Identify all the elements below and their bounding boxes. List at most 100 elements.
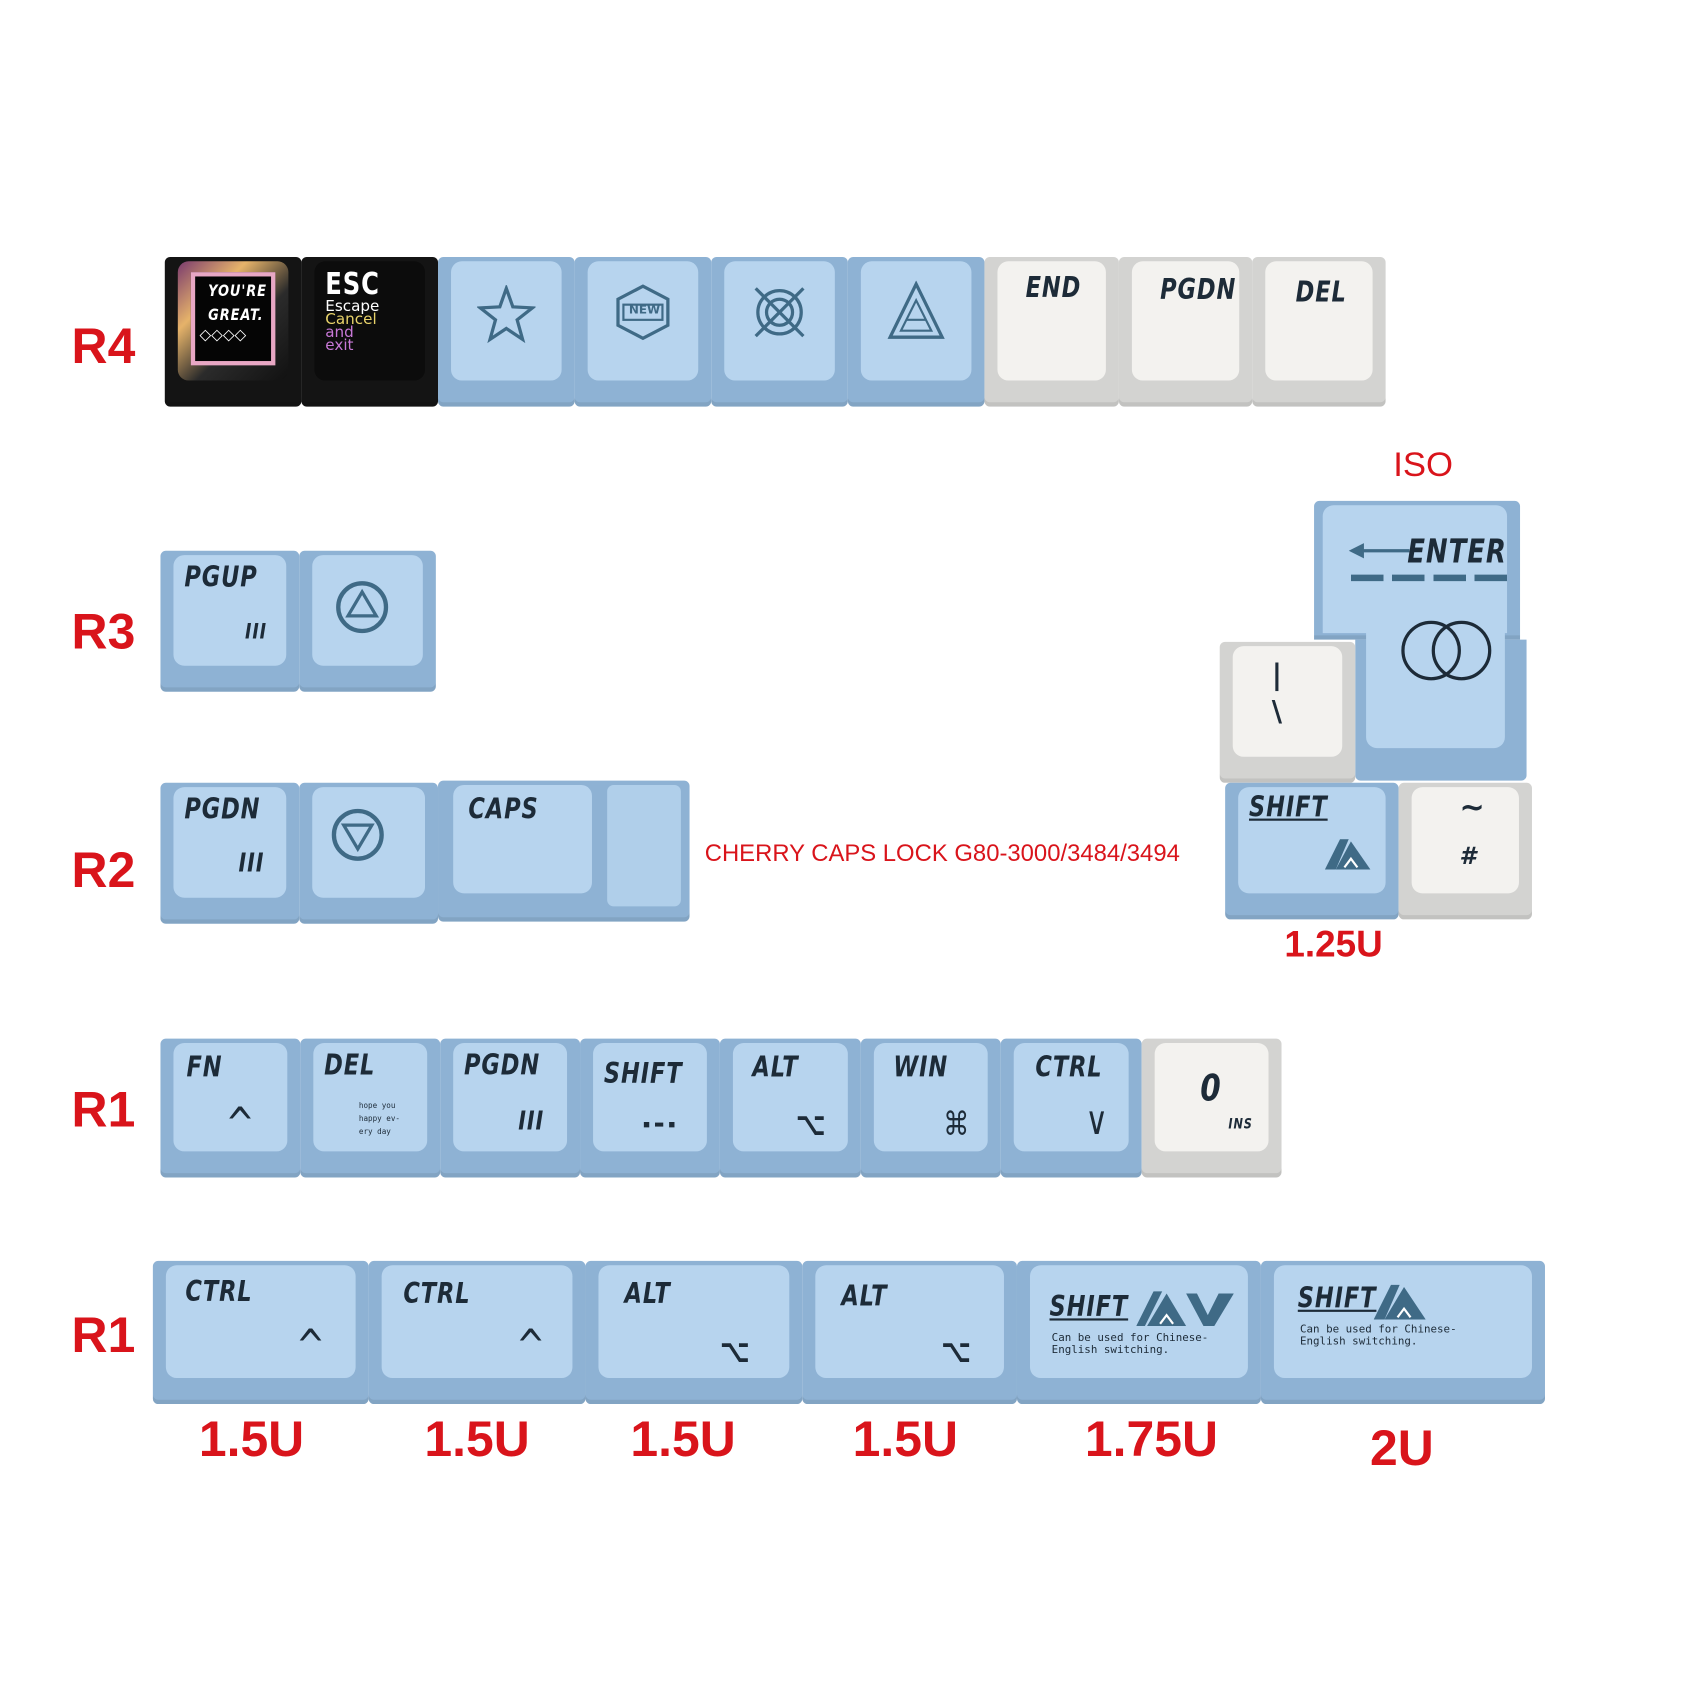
crossed-circle-icon — [750, 283, 809, 342]
backslash-legend: \ — [1271, 696, 1283, 729]
shift-r1-legend: SHIFT — [603, 1058, 683, 1091]
keycap-youre-great: YOU'RE GREAT. ◇◇◇◇ — [164, 256, 302, 407]
keycap-ctrl-1-5u-a: CTRL ^ — [152, 1260, 369, 1405]
fn-legend: FN — [186, 1051, 223, 1085]
keycap-shift-r1: SHIFT ▪ ▬ ▪ — [580, 1038, 720, 1178]
enter-stripe-decoration — [1350, 574, 1510, 582]
size-label-1: 1.5U — [198, 1410, 305, 1467]
iso-label: ISO — [1393, 444, 1453, 484]
command-key-icon: ⌘ — [943, 1105, 971, 1144]
del-note-line-2: happy ev- — [358, 1114, 401, 1124]
keycap-stepped-caps: CAPS — [438, 780, 690, 922]
pgdn-r2-legend: PGDN — [184, 793, 261, 827]
size-label-2: 1.5U — [424, 1410, 530, 1467]
keycap-zero-ins: 0 INS — [1141, 1038, 1282, 1178]
keycap-ctrl-1-5u-b: CTRL ^ — [368, 1260, 586, 1405]
left-arrow-icon — [1348, 542, 1410, 559]
ctrl-b-sub: ^ — [516, 1321, 547, 1372]
keycap-fn: FN ^ — [160, 1038, 301, 1178]
del-legend: DEL — [1295, 276, 1347, 309]
keycap-star — [438, 256, 575, 407]
hash-legend: # — [1459, 843, 1476, 871]
alt-b-option-icon: ⌥ — [941, 1332, 972, 1371]
keycap-del-r1: DEL hope you happy ev- ery day — [300, 1038, 441, 1178]
keycap-shift-1-75u: SHIFT Can be used for Chinese- English s… — [1016, 1260, 1261, 1405]
keycap-esc: ESC Escape Cancel and exit — [301, 256, 439, 407]
size-label-3: 1.5U — [630, 1410, 736, 1467]
shift-175-note-line-1: Can be used for Chinese- — [1051, 1332, 1209, 1345]
keycap-alt-1-5u-a: ALT ⌥ — [585, 1260, 803, 1405]
great-text: GREAT. — [208, 304, 264, 325]
keycap-backslash: | \ — [1219, 641, 1356, 783]
shift-r1-sub: ▪ ▬ ▪ — [642, 1118, 676, 1131]
pgdn-r1-legend: PGDN — [464, 1049, 541, 1083]
keycap-new: NEW — [574, 256, 712, 407]
youre-text: YOU'RE — [208, 280, 267, 301]
keycap-pgdn-r1: PGDN III — [440, 1038, 581, 1178]
mountain-logo-icon — [1324, 839, 1371, 870]
keycap-up-arrow — [299, 550, 436, 692]
pgup-sub: III — [245, 617, 267, 645]
cherry-caps-note: CHERRY CAPS LOCK G80-3000/3484/3494 — [704, 839, 1180, 867]
keycap-ctrl-r1: CTRL ∨ — [1000, 1038, 1142, 1178]
alt-b-legend: ALT — [841, 1280, 888, 1313]
shift-2u-note-line-1: Can be used for Chinese- — [1299, 1323, 1457, 1336]
interlocking-rings-icon — [1399, 618, 1497, 683]
alt-a-option-icon: ⌥ — [719, 1332, 751, 1371]
avi-logo-icon — [1136, 1291, 1234, 1326]
keycap-iso-shift: SHIFT — [1225, 782, 1399, 920]
shift-175-note-line-2: English switching. — [1051, 1344, 1170, 1357]
shift-2u-legend: SHIFT — [1297, 1282, 1377, 1316]
del-r1-legend: DEL — [324, 1049, 376, 1083]
size-label-5: 1.75U — [1084, 1410, 1218, 1467]
enter-legend: ENTER — [1407, 533, 1507, 572]
pgdn-r2-sub: III — [238, 847, 265, 879]
keycap-del: DEL — [1252, 256, 1386, 407]
ctrl-a-legend: CTRL — [185, 1276, 253, 1309]
pgdn-legend: PGDN — [1160, 274, 1237, 307]
row-label-r1-bottom: R1 — [71, 1306, 136, 1363]
ctrl-b-legend: CTRL — [403, 1278, 471, 1311]
esc-line-escape: Escape — [325, 298, 380, 316]
win-legend: WIN — [893, 1051, 949, 1085]
ctrl-r1-legend: CTRL — [1035, 1051, 1103, 1085]
tilde-legend: ~ — [1459, 789, 1485, 826]
keycap-iso-enter: ENTER — [1314, 500, 1527, 781]
triangle-a-icon — [887, 280, 946, 342]
keycap-end: END — [984, 256, 1119, 407]
row-label-r4: R4 — [71, 317, 136, 375]
esc-title: ESC — [325, 265, 380, 302]
zero-legend: 0 — [1200, 1066, 1222, 1111]
del-note-line-1: hope you — [358, 1101, 396, 1111]
keycap-shift-2u: SHIFT Can be used for Chinese- English s… — [1260, 1260, 1545, 1405]
esc-line-exit: exit — [325, 337, 354, 355]
up-triangle-circle-icon — [334, 579, 390, 635]
alt-a-legend: ALT — [624, 1278, 671, 1311]
keycap-crossed-circle — [711, 256, 848, 407]
pipe-legend: | — [1271, 659, 1283, 692]
iso-shift-size-label: 1.25U — [1284, 923, 1383, 965]
pgup-legend: PGUP — [184, 561, 258, 595]
keycap-tilde-hash: ~ # — [1398, 782, 1532, 920]
ctrl-a-sub: ^ — [295, 1321, 326, 1372]
keycap-pgup: PGUP III — [160, 550, 300, 692]
iso-shift-legend: SHIFT — [1248, 791, 1328, 824]
row-label-r1-top: R1 — [71, 1080, 136, 1138]
down-triangle-circle-icon — [330, 807, 386, 863]
star-icon — [477, 285, 536, 344]
shift-175-legend: SHIFT — [1049, 1291, 1129, 1324]
keycap-pgdn-r2: PGDN III — [160, 782, 300, 924]
new-hexagon-icon — [614, 283, 673, 342]
fn-sub: ^ — [225, 1099, 256, 1150]
keycap-alt-1-5u-b: ALT ⌥ — [802, 1260, 1017, 1405]
ins-legend: INS — [1228, 1116, 1253, 1133]
option-key-icon: ⌥ — [795, 1105, 827, 1144]
row-label-r2: R2 — [71, 841, 136, 898]
size-label-6: 2U — [1369, 1419, 1434, 1476]
keycap-alt-r1: ALT ⌥ — [719, 1038, 861, 1178]
diamonds-decoration: ◇◇◇◇ — [199, 326, 247, 344]
caps-legend: CAPS — [468, 793, 539, 827]
alt-r1-legend: ALT — [752, 1051, 799, 1085]
row-label-r3: R3 — [71, 602, 136, 660]
